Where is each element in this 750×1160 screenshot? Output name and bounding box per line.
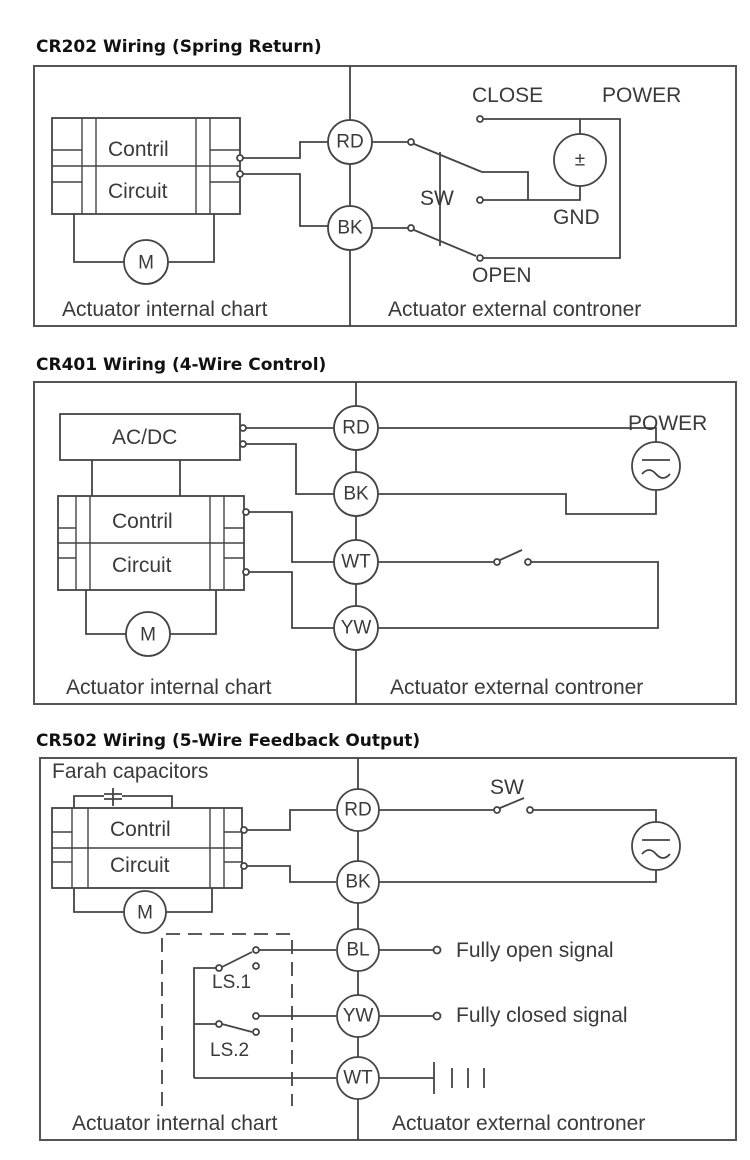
cr202-wire-bk xyxy=(243,173,328,227)
cr502-power-source xyxy=(631,821,681,871)
cr502-wire-rd xyxy=(247,809,336,831)
svg-text:WT: WT xyxy=(341,552,371,573)
cr202-diagram: CR202 Wiring (Spring Return) Contril Cir… xyxy=(33,37,737,327)
svg-text:YW: YW xyxy=(341,618,372,639)
cr401-switch xyxy=(499,549,523,561)
cr202-external-label: Actuator external controner xyxy=(388,298,641,321)
cr202-power-label: POWER xyxy=(602,84,681,107)
cr202-switch-arm-bottom xyxy=(413,229,477,257)
cr401-title: CR401 Wiring (4-Wire Control) xyxy=(36,355,326,375)
cr202-close-label: CLOSE xyxy=(472,84,543,107)
cr502-diagram: CR502 Wiring (5-Wire Feedback Output) Fa… xyxy=(36,731,737,1141)
svg-text:BK: BK xyxy=(345,872,371,893)
cr202-gnd-label: GND xyxy=(553,206,600,229)
cr502-ls1-label: LS.1 xyxy=(212,972,251,993)
cr502-controller-block: Contril Circuit xyxy=(51,807,243,889)
cr401-controller-block: Contril Circuit xyxy=(57,495,245,591)
cr202-open-label: OPEN xyxy=(472,264,532,287)
cr502-closed-signal-terminal xyxy=(432,1011,442,1021)
cr502-limit-switch-1: LS.1 xyxy=(193,946,336,1078)
cr401-frame xyxy=(33,381,737,705)
cr202-controller-label-1: Contril xyxy=(108,138,169,161)
svg-text:RD: RD xyxy=(344,800,371,821)
cr202-switch-arm-top xyxy=(413,143,483,173)
svg-text:YW: YW xyxy=(343,1006,374,1027)
cr502-motor-label: M xyxy=(137,903,153,924)
cr401-power-source xyxy=(631,441,681,491)
cr502-switch xyxy=(499,797,525,809)
cr401-external-label: Actuator external controner xyxy=(390,676,643,699)
cr401-wire-bk xyxy=(246,443,334,495)
cr502-limit-switch-box xyxy=(161,933,293,1106)
svg-text:BL: BL xyxy=(346,940,369,961)
cr202-power-symbol: ± xyxy=(575,150,585,171)
cr502-terminal-bl: BL xyxy=(336,928,380,972)
cr202-switch-label: SW xyxy=(420,187,454,210)
cr202-terminal-rd: RD xyxy=(327,119,373,165)
cr502-capacitor-symbol xyxy=(73,788,173,808)
cr502-capacitor-label: Farah capacitors xyxy=(52,760,208,783)
cr401-controller-label-2: Circuit xyxy=(112,554,172,577)
cr401-terminal-yw: YW xyxy=(333,605,379,651)
cr502-open-signal-terminal xyxy=(432,945,442,955)
cr502-terminal-yw: YW xyxy=(336,994,380,1038)
cr202-controller-label-2: Circuit xyxy=(108,180,168,203)
cr202-internal-label: Actuator internal chart xyxy=(62,298,268,321)
cr502-controller-label-2: Circuit xyxy=(110,854,170,877)
cr502-closed-signal-label: Fully closed signal xyxy=(456,1004,628,1027)
cr202-title: CR202 Wiring (Spring Return) xyxy=(36,37,322,57)
cr502-title: CR502 Wiring (5-Wire Feedback Output) xyxy=(36,731,420,751)
cr502-motor: M xyxy=(73,888,213,934)
cr502-terminal-wt: WT xyxy=(336,1056,380,1100)
cr202-power-source: ± xyxy=(553,133,607,187)
cr202-frame xyxy=(33,65,737,327)
cr502-frame xyxy=(39,757,737,1141)
cr202-motor: M xyxy=(73,214,215,285)
cr502-wire-bk xyxy=(247,865,336,883)
cr502-internal-label: Actuator internal chart xyxy=(72,1112,278,1135)
cr202-controller-block: Contril Circuit xyxy=(51,117,241,215)
cr502-controller-label-1: Contril xyxy=(110,818,171,841)
cr502-terminal-rd: RD xyxy=(336,788,380,832)
cr202-terminal-bk: BK xyxy=(327,205,373,251)
cr401-wire-yw xyxy=(249,571,334,629)
cr401-motor: M xyxy=(85,590,217,657)
cr401-terminal-bk: BK xyxy=(333,471,379,517)
cr401-terminal-wt: WT xyxy=(333,539,379,585)
cr401-terminal-rd: RD xyxy=(333,405,379,451)
cr502-external-label: Actuator external controner xyxy=(392,1112,645,1135)
svg-text:BK: BK xyxy=(337,218,363,239)
cr401-motor-label: M xyxy=(140,625,156,646)
cr202-wire-close xyxy=(483,118,581,134)
cr401-power-label: POWER xyxy=(628,412,707,435)
cr502-battery-symbol xyxy=(433,1062,485,1094)
cr202-wire-rd xyxy=(243,141,328,159)
cr202-motor-label: M xyxy=(138,253,154,274)
cr401-acdc-label: AC/DC xyxy=(112,426,177,449)
cr401-wire-wt xyxy=(249,511,334,563)
cr502-open-signal-label: Fully open signal xyxy=(456,939,614,962)
cr502-terminal-bk: BK xyxy=(336,860,380,904)
svg-text:RD: RD xyxy=(342,418,369,439)
cr502-limit-switch-2: LS.2 xyxy=(194,1012,336,1061)
cr401-internal-label: Actuator internal chart xyxy=(66,676,272,699)
svg-text:RD: RD xyxy=(336,132,363,153)
cr502-switch-label: SW xyxy=(490,776,524,799)
cr401-acdc-block: AC/DC xyxy=(59,413,241,461)
svg-text:WT: WT xyxy=(343,1068,373,1089)
cr202-wire-open xyxy=(483,118,621,259)
cr502-ls2-label: LS.2 xyxy=(210,1040,249,1061)
cr401-diagram: CR401 Wiring (4-Wire Control) AC/DC Cont… xyxy=(33,355,737,705)
svg-text:BK: BK xyxy=(343,484,369,505)
cr401-controller-label-1: Contril xyxy=(112,510,173,533)
